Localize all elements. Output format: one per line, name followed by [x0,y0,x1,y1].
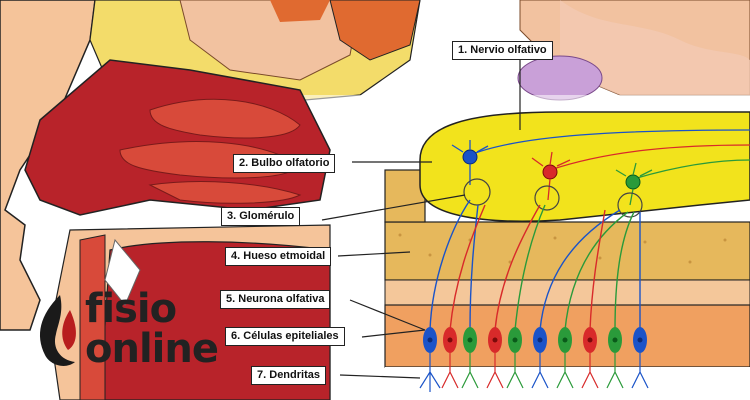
label-number: 5. [226,293,236,305]
label-text: Dendritas [269,369,320,381]
label-number: 7. [257,369,267,381]
label-glomerulus: 3. Glomérulo [221,207,301,226]
label-number: 6. [231,330,241,342]
label-olfactory-bulb: 2. Bulbo olfatorio [233,154,336,173]
label-text: Nervio olfativo [470,44,547,56]
brand-logo: fisio online [30,286,230,380]
label-text: Neurona olfativa [238,293,325,305]
label-text: Bulbo olfatorio [251,157,330,169]
label-dendrites: 7. Dendritas [251,366,326,385]
brand-line-1: fisio [85,286,177,332]
label-olfactory-neuron: 5. Neurona olfativa [220,290,331,309]
label-text: Glomérulo [239,210,295,222]
brand-line-2: online [85,326,219,372]
label-number: 4. [231,250,241,262]
label-text: Células epiteliales [243,330,339,342]
label-olfactory-nerve: 1. Nervio olfativo [452,41,553,60]
label-ethmoid-bone: 4. Hueso etmoidal [225,247,332,266]
label-number: 1. [458,44,468,56]
label-number: 3. [227,210,237,222]
label-text: Hueso etmoidal [243,250,326,262]
label-epithelial-cells: 6. Células epiteliales [225,327,345,346]
mitral-cell-blue [451,140,489,185]
label-number: 2. [239,157,249,169]
flame-logo-icon [40,295,76,366]
